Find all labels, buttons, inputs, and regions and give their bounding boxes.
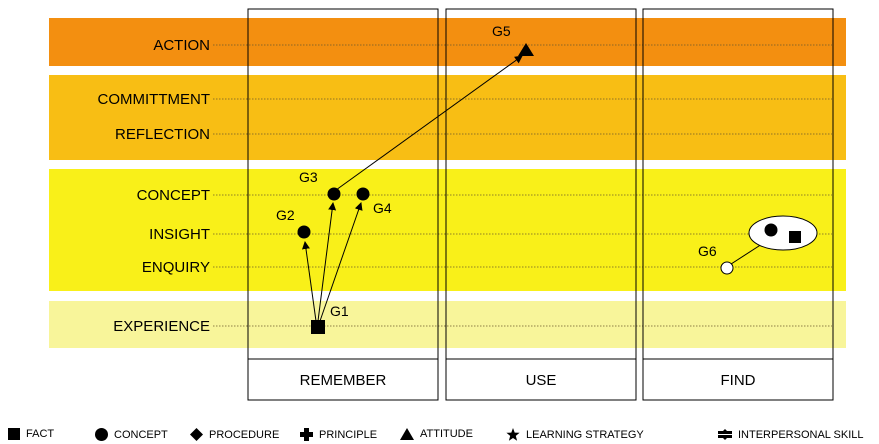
node-g1-label: G1 (330, 303, 349, 319)
level-commitment-label: COMMITTMENT (98, 91, 210, 108)
node-g1-fact (311, 320, 325, 334)
column-remember-box (247, 8, 439, 401)
column-use-label: USE (526, 372, 557, 389)
legend-item-learning-strategy: LEARNING STRATEGY (506, 428, 644, 441)
node-g3-concept (327, 187, 341, 201)
circle-icon (95, 428, 108, 441)
node-g4-concept (356, 187, 370, 201)
arrow-g1-g4 (319, 202, 363, 322)
legend-item-attitude: ATTITUDE (400, 428, 473, 440)
handshake-icon (718, 429, 732, 440)
star-icon (506, 428, 520, 441)
connector-g6 (727, 243, 763, 267)
node-g6-label: G6 (698, 243, 717, 259)
level-experience-label: EXPERIENCE (113, 318, 210, 335)
legend-item-concept: CONCEPT (95, 428, 168, 441)
node-g4-label: G4 (373, 200, 392, 216)
level-concept-label: CONCEPT (137, 187, 210, 204)
g6-fact-icon (789, 231, 801, 243)
legend-attitude-label: ATTITUDE (420, 428, 473, 440)
g6-concept-icon (764, 223, 778, 237)
legend-fact-label: FACT (26, 428, 55, 440)
node-g3-label: G3 (299, 169, 318, 185)
diamond-icon (190, 428, 203, 441)
node-g2-label: G2 (276, 207, 295, 223)
legend-procedure-label: PROCEDURE (209, 428, 280, 441)
arrow-g1-g2 (302, 241, 317, 322)
g6-bubble (748, 215, 818, 251)
triangle-icon (400, 428, 414, 440)
level-action-label: ACTION (153, 37, 210, 54)
column-use-box (445, 8, 637, 401)
legend-item-interpersonal-skill: INTERPERSONAL SKILL (718, 428, 864, 441)
column-remember-label: REMEMBER (300, 372, 387, 389)
arrow-g3-g5 (335, 55, 523, 191)
column-find-label: FIND (721, 372, 756, 389)
band-commitment-reflection (49, 75, 846, 160)
legend-item-fact: FACT (8, 428, 54, 440)
level-reflection-label: REFLECTION (115, 126, 210, 143)
band-concept-enquiry (49, 169, 846, 291)
node-g5-attitude (518, 43, 534, 56)
learning-diagram: ACTION COMMITTMENT REFLECTION CONCEPT IN… (49, 8, 846, 401)
legend: FACT CONCEPT PROCEDURE PRINCIPLE ATTITUD… (0, 426, 879, 444)
level-insight-label: INSIGHT (149, 226, 210, 243)
legend-concept-label: CONCEPT (114, 428, 168, 441)
column-find-box (642, 8, 834, 401)
legend-item-procedure: PROCEDURE (190, 428, 279, 441)
band-action (49, 18, 846, 66)
plus-icon (300, 428, 313, 441)
legend-learning-strategy-label: LEARNING STRATEGY (526, 428, 644, 441)
legend-principle-label: PRINCIPLE (319, 428, 378, 441)
band-experience (49, 301, 846, 348)
level-enquiry-label: ENQUIRY (142, 259, 210, 276)
arrow-g1-g3 (317, 202, 337, 322)
legend-item-principle: PRINCIPLE (300, 428, 377, 441)
node-g6-marker (720, 261, 734, 275)
node-g2-concept (297, 225, 311, 239)
square-icon (8, 428, 20, 440)
node-g5-label: G5 (492, 23, 511, 39)
legend-interpersonal-skill-label: INTERPERSONAL SKILL (738, 428, 864, 441)
